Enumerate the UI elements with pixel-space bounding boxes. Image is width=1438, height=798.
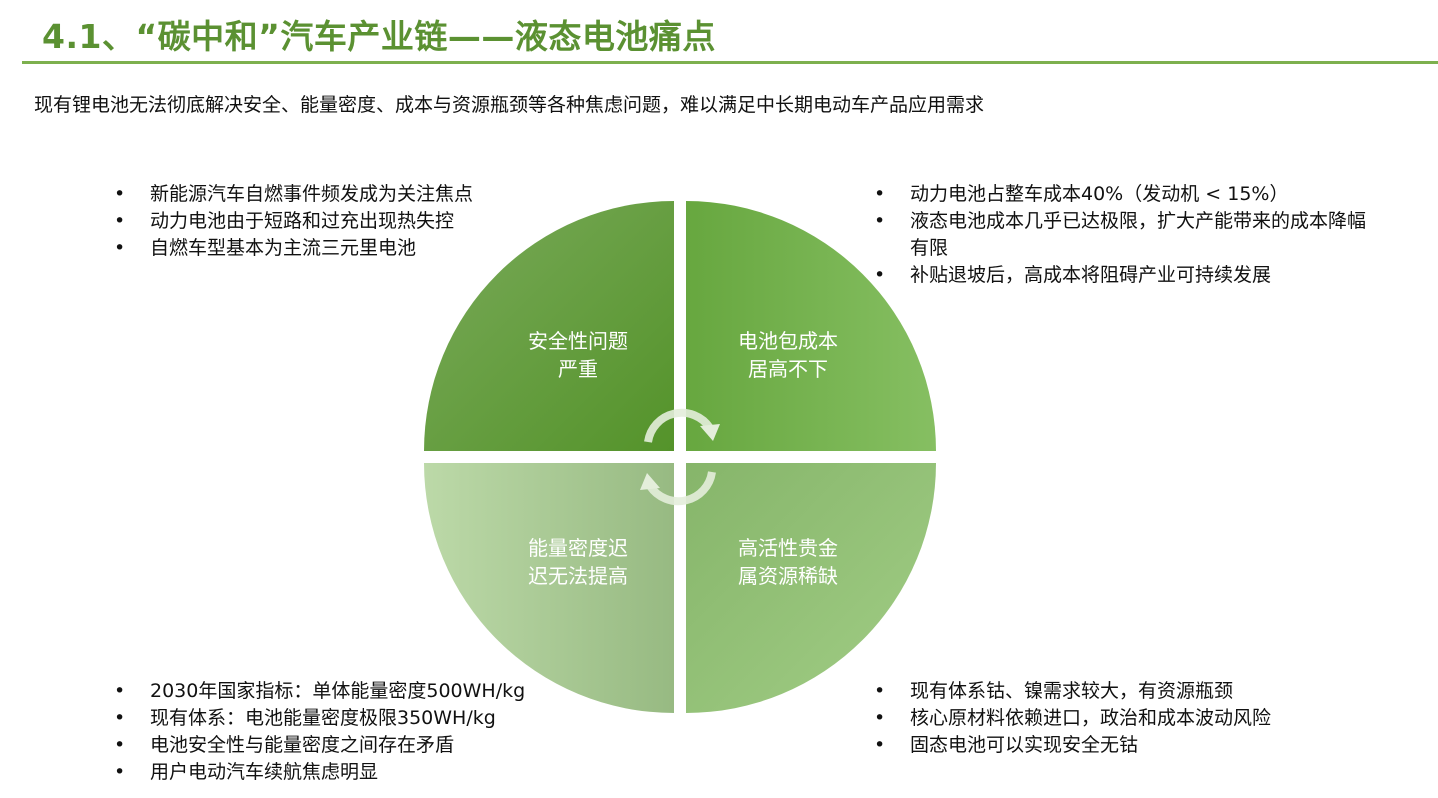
cycle-arrow-icon xyxy=(644,408,716,506)
list-item: 动力电池占整车成本40%（发动机 < 15%） xyxy=(874,181,1384,208)
title-divider xyxy=(22,61,1438,64)
list-item: 现有体系：电池能量密度极限350WH/kg xyxy=(114,705,525,732)
list-item: 补贴退坡后，高成本将阻碍产业可持续发展 xyxy=(874,262,1384,289)
page-title: 4.1、“碳中和”汽车产业链——液态电池痛点 xyxy=(42,17,716,56)
list-item: 现有体系钴、镍需求较大，有资源瓶颈 xyxy=(874,678,1271,705)
quadrant-label-safety: 安全性问题严重 xyxy=(528,329,628,381)
quadrant-label-density: 能量密度迟迟无法提高 xyxy=(528,536,628,588)
quadrant-label-cost: 电池包成本居高不下 xyxy=(738,329,838,381)
bullets-resources: 现有体系钴、镍需求较大，有资源瓶颈 核心原材料依赖进口，政治和成本波动风险 固态… xyxy=(874,678,1271,759)
quadrant-bottom-right xyxy=(686,463,936,713)
list-item: 自燃车型基本为主流三元里电池 xyxy=(114,235,473,262)
quadrant-top-left xyxy=(424,201,674,451)
quadrant-top-right xyxy=(686,201,936,451)
quadrant-label-resources: 高活性贵金属资源稀缺 xyxy=(738,536,838,588)
list-item: 电池安全性与能量密度之间存在矛盾 xyxy=(114,732,525,759)
subtitle: 现有锂电池无法彻底解决安全、能量密度、成本与资源瓶颈等各种焦虑问题，难以满足中长… xyxy=(34,94,985,116)
list-item: 2030年国家指标：单体能量密度500WH/kg xyxy=(114,678,525,705)
bullets-safety: 新能源汽车自燃事件频发成为关注焦点 动力电池由于短路和过充出现热失控 自燃车型基… xyxy=(114,181,473,262)
list-item: 液态电池成本几乎已达极限，扩大产能带来的成本降幅有限 xyxy=(874,208,1384,262)
list-item: 固态电池可以实现安全无钴 xyxy=(874,732,1271,759)
list-item: 动力电池由于短路和过充出现热失控 xyxy=(114,208,473,235)
list-item: 新能源汽车自燃事件频发成为关注焦点 xyxy=(114,181,473,208)
list-item: 用户电动汽车续航焦虑明显 xyxy=(114,759,525,786)
quadrant-bottom-left xyxy=(424,463,674,713)
list-item: 核心原材料依赖进口，政治和成本波动风险 xyxy=(874,705,1271,732)
bullets-density: 2030年国家指标：单体能量密度500WH/kg 现有体系：电池能量密度极限35… xyxy=(114,678,525,786)
bullets-cost: 动力电池占整车成本40%（发动机 < 15%） 液态电池成本几乎已达极限，扩大产… xyxy=(874,181,1384,289)
